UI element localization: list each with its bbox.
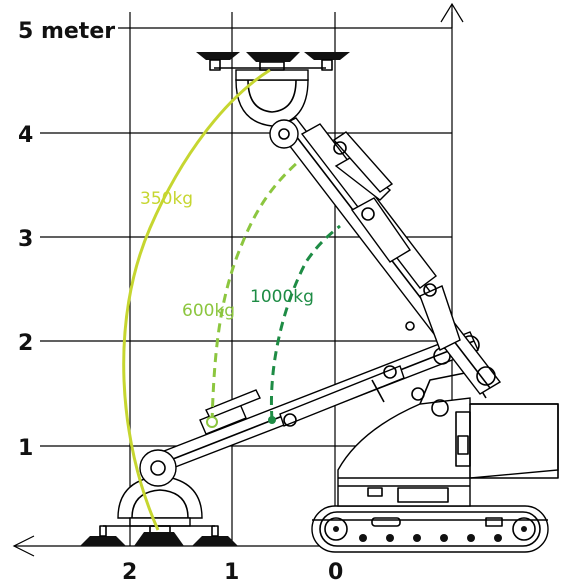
y-label-1: 1 <box>18 436 33 461</box>
load-label-1000kg: 1000kg <box>250 287 314 307</box>
left-arrow-icon <box>12 535 35 557</box>
y-axis-labels: 5 meter 4 3 2 1 <box>18 19 115 461</box>
load-labels: 350kg 600kg 1000kg <box>140 189 314 321</box>
load-curve-350kg <box>122 68 271 531</box>
x-label-2: 2 <box>122 560 137 585</box>
boom-lower <box>145 331 480 477</box>
head-upper <box>196 52 350 149</box>
suction-pads-lower <box>80 525 238 546</box>
load-curves <box>122 68 341 531</box>
load-label-600kg: 600kg <box>182 301 235 321</box>
y-label-4: 4 <box>18 123 33 148</box>
up-arrow-icon <box>440 2 464 23</box>
load-point-600kg <box>206 416 218 428</box>
load-label-350kg: 350kg <box>140 189 193 209</box>
y-label-2: 2 <box>18 331 33 356</box>
load-point-1000kg <box>268 416 276 424</box>
x-axis-labels: 2 1 0 <box>122 560 343 585</box>
x-label-1: 1 <box>224 560 239 585</box>
suction-pads-upper <box>196 52 350 71</box>
x-label-0: 0 <box>328 560 343 585</box>
boom-upper <box>274 117 502 395</box>
y-label-5: 5 meter <box>18 19 115 44</box>
machine <box>80 52 559 553</box>
head-lower <box>80 449 238 546</box>
load-curve-1000kg <box>269 224 341 421</box>
machine-body <box>337 371 559 507</box>
load-curve-600kg <box>210 160 300 423</box>
crawler-track <box>311 505 549 553</box>
y-label-3: 3 <box>18 227 33 252</box>
